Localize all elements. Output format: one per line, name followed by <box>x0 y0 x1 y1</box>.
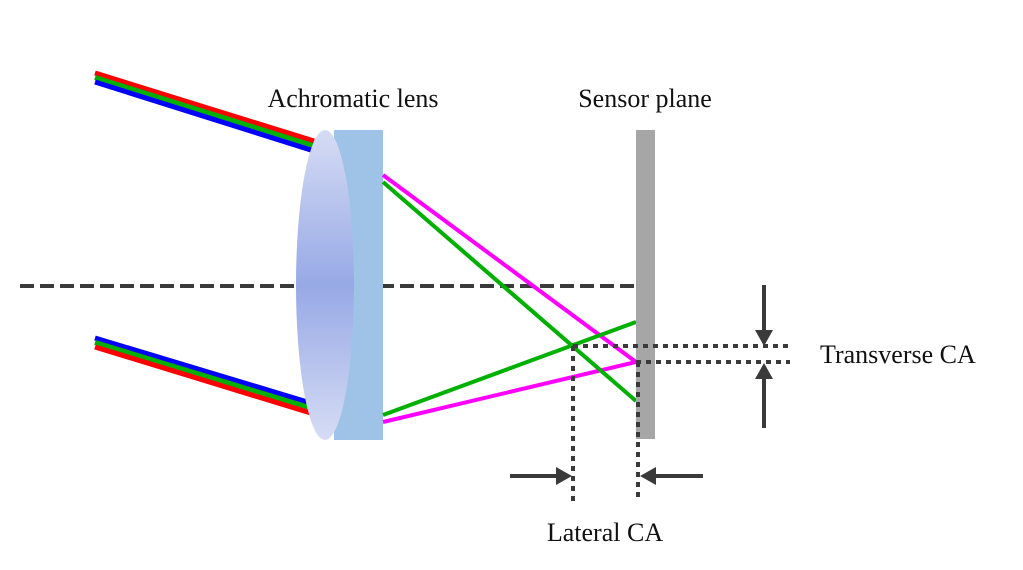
incoming-ray-bundle-bottom <box>94 335 315 417</box>
ray-magenta-upper <box>381 173 638 364</box>
ray-magenta-lower <box>382 360 637 424</box>
achromatic-lens <box>296 130 383 440</box>
sensor-label: Sensor plane <box>578 84 712 113</box>
ray-green-lower <box>382 320 637 417</box>
arrow-down-icon <box>755 330 773 346</box>
ray-blue-top <box>94 79 315 154</box>
ray-green-upper <box>381 180 638 403</box>
lens-curved-element <box>296 130 354 440</box>
refracted-rays <box>381 173 638 424</box>
ray-green-bottom <box>94 340 315 412</box>
ray-red-top <box>94 70 315 144</box>
lateral-ca-label: Lateral CA <box>547 518 663 547</box>
arrow-up-icon <box>755 363 773 379</box>
lens-label: Achromatic lens <box>267 84 438 113</box>
lateral-ca-indicator <box>510 467 703 485</box>
transverse-ca-label: Transverse CA <box>820 340 976 369</box>
arrow-right-icon <box>556 467 572 485</box>
focus-guides <box>571 344 790 502</box>
transverse-ca-indicator <box>755 285 773 428</box>
incoming-ray-bundle-top <box>94 70 315 154</box>
ray-red-bottom <box>94 344 315 417</box>
lens-flat-overlap <box>354 130 383 440</box>
ray-blue-bottom <box>94 335 315 407</box>
ray-green-top <box>94 75 315 149</box>
arrow-left-icon <box>640 467 656 485</box>
